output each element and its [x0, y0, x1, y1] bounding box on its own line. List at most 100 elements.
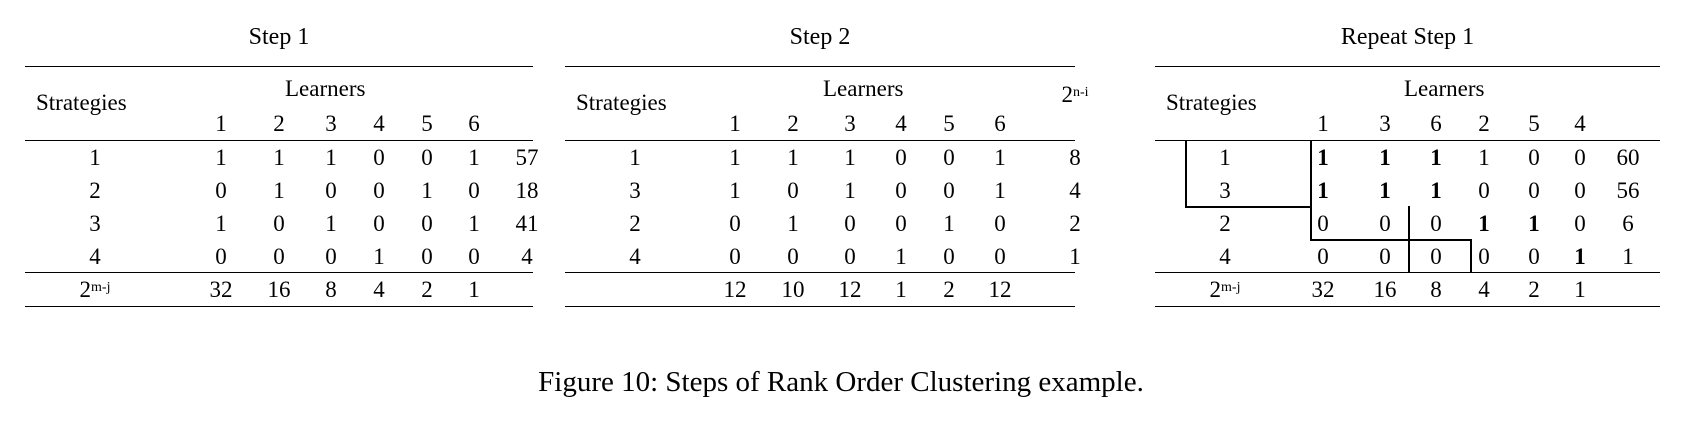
matrix-cell: 1: [1379, 145, 1391, 170]
cluster-outline-segment: [1310, 140, 1312, 207]
matrix-cell: 0: [1430, 244, 1442, 269]
column-weight: 12: [723, 277, 747, 302]
learner-column-header: 6: [1430, 111, 1442, 136]
learner-column-header: 5: [421, 111, 433, 136]
matrix-cell: 0: [325, 244, 337, 269]
strategy-label: 3: [89, 211, 101, 236]
matrix-cell: 1: [1317, 178, 1329, 203]
column-weight: 8: [325, 277, 337, 302]
matrix-cell: 0: [787, 244, 799, 269]
matrix-cell: 0: [1574, 178, 1586, 203]
column-weight: 4: [373, 277, 385, 302]
matrix-cell: 1: [994, 145, 1006, 170]
top-rule: [25, 66, 533, 67]
learner-column-header: 6: [994, 111, 1006, 136]
matrix-cell: 0: [273, 244, 285, 269]
strategy-label: 2: [89, 178, 101, 203]
matrix-cell: 1: [1528, 211, 1540, 236]
matrix-cell: 0: [373, 145, 385, 170]
footer-label: 2m-j: [65, 278, 125, 302]
matrix-cell: 1: [1430, 145, 1442, 170]
matrix-cell: 1: [943, 211, 955, 236]
strategy-label: 4: [89, 244, 101, 269]
panel-title: Repeat Step 1: [1340, 24, 1475, 50]
column-weight: 32: [209, 277, 233, 302]
matrix-cell: 1: [1317, 145, 1329, 170]
row-weight: 2: [1069, 211, 1081, 236]
matrix-cell: 1: [729, 145, 741, 170]
footer-rule: [25, 272, 533, 273]
learner-column-header: 5: [943, 111, 955, 136]
matrix-cell: 1: [787, 145, 799, 170]
learner-column-header: 2: [1478, 111, 1490, 136]
panel-title: Step 1: [248, 24, 310, 50]
column-weight: 2: [943, 277, 955, 302]
strategies-header: Strategies: [1166, 90, 1257, 115]
matrix-cell: 0: [215, 178, 227, 203]
matrix-cell: 1: [844, 178, 856, 203]
strategy-label: 4: [1219, 244, 1231, 269]
column-weight: 1: [1574, 277, 1586, 302]
matrix-cell: 1: [325, 211, 337, 236]
matrix-cell: 1: [215, 145, 227, 170]
matrix-cell: 1: [844, 145, 856, 170]
bottom-rule: [25, 306, 533, 307]
extra-header-superscript: n-i: [1072, 85, 1089, 100]
learner-column-header: 3: [844, 111, 856, 136]
strategy-label: 1: [1219, 145, 1231, 170]
footer-label-superscript: m-j: [91, 280, 111, 295]
column-weight: 1: [468, 277, 480, 302]
column-weight: 8: [1430, 277, 1442, 302]
matrix-cell: 0: [1379, 244, 1391, 269]
row-weight: 1: [1622, 244, 1634, 269]
matrix-cell: 0: [787, 178, 799, 203]
learner-column-header: 5: [1528, 111, 1540, 136]
row-weight: 56: [1616, 178, 1640, 203]
matrix-cell: 0: [468, 178, 480, 203]
column-weight: 16: [267, 277, 291, 302]
strategy-label: 2: [629, 211, 641, 236]
matrix-cell: 0: [1478, 244, 1490, 269]
learner-column-header: 3: [1379, 111, 1391, 136]
matrix-cell: 1: [1379, 178, 1391, 203]
cluster-outline-segment: [1408, 206, 1410, 240]
matrix-cell: 0: [373, 211, 385, 236]
extra-column-header: 2n-i: [1050, 83, 1100, 107]
strategy-label: 3: [629, 178, 641, 203]
matrix-cell: 0: [844, 211, 856, 236]
row-weight: 8: [1069, 145, 1081, 170]
learner-column-header: 2: [273, 111, 285, 136]
matrix-cell: 0: [729, 211, 741, 236]
header-rule: [25, 140, 533, 141]
column-weight: 10: [781, 277, 805, 302]
strategy-label: 4: [629, 244, 641, 269]
footer-label-base: 2: [1209, 277, 1222, 302]
learner-column-header: 4: [895, 111, 907, 136]
learner-column-header: 1: [729, 111, 741, 136]
figure-caption: Figure 10: Steps of Rank Order Clusterin…: [538, 366, 1144, 398]
matrix-cell: 0: [895, 178, 907, 203]
header-rule: [1155, 140, 1660, 141]
matrix-cell: 1: [273, 178, 285, 203]
matrix-cell: 0: [421, 244, 433, 269]
learner-column-header: 6: [468, 111, 480, 136]
matrix-cell: 1: [1478, 211, 1490, 236]
matrix-cell: 0: [373, 178, 385, 203]
matrix-cell: 0: [1478, 178, 1490, 203]
matrix-cell: 0: [468, 244, 480, 269]
matrix-cell: 1: [421, 178, 433, 203]
matrix-cell: 1: [1574, 244, 1586, 269]
matrix-cell: 1: [787, 211, 799, 236]
learners-header: Learners: [823, 76, 904, 101]
top-rule: [1155, 66, 1660, 67]
matrix-cell: 0: [1317, 211, 1329, 236]
matrix-cell: 1: [273, 145, 285, 170]
footer-rule: [1155, 272, 1660, 273]
matrix-cell: 0: [943, 244, 955, 269]
panel-title: Step 2: [789, 24, 851, 50]
matrix-cell: 1: [1478, 145, 1490, 170]
matrix-cell: 1: [325, 145, 337, 170]
cluster-outline-segment: [1185, 140, 1187, 206]
top-rule: [565, 66, 1075, 67]
